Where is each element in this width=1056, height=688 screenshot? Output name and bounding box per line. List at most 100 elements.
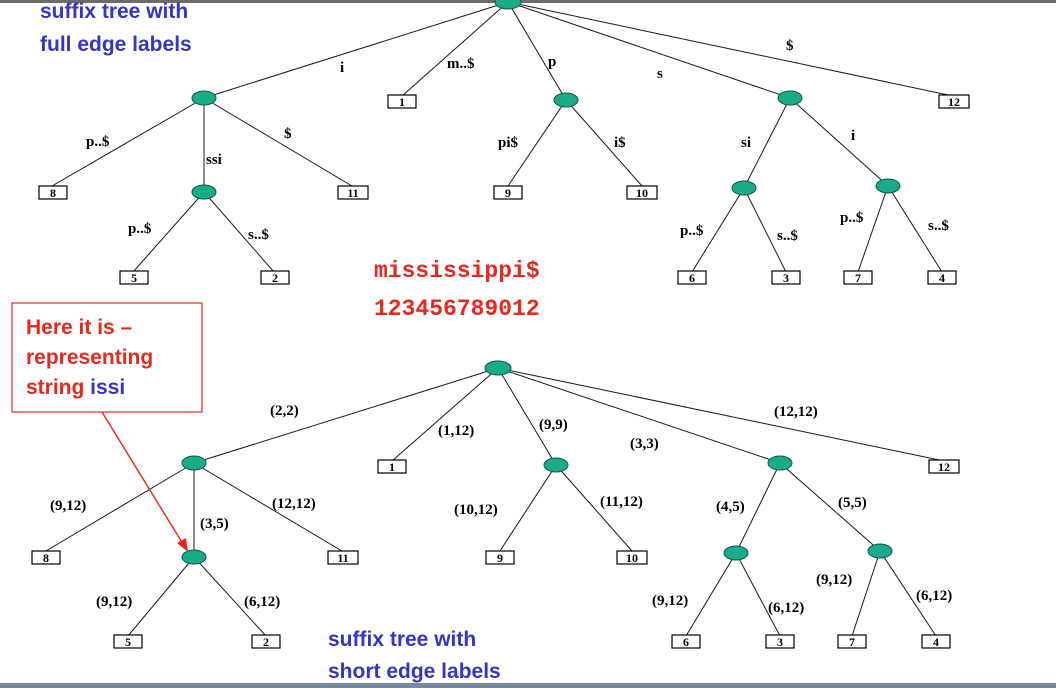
internal-node-p bbox=[553, 92, 579, 108]
leaf-label: 5 bbox=[125, 635, 131, 649]
edge-label: i$ bbox=[614, 135, 626, 151]
edge-label: m..$ bbox=[447, 56, 475, 72]
arrow-head bbox=[177, 538, 188, 552]
edge bbox=[851, 550, 881, 637]
leaf-label: 4 bbox=[933, 635, 939, 649]
edge bbox=[565, 99, 643, 187]
leaf-label: 3 bbox=[783, 271, 789, 285]
edge bbox=[497, 367, 557, 466]
leaf-5: 5 bbox=[113, 634, 143, 649]
edge-label: (1,12) bbox=[438, 423, 474, 439]
edge-label: (9,12) bbox=[816, 572, 852, 588]
internal-node-ssi bbox=[731, 180, 757, 196]
edge-label: (9,12) bbox=[652, 593, 688, 609]
edge-label: (12,12) bbox=[272, 496, 316, 512]
leaf-9: 9 bbox=[493, 185, 523, 200]
edge bbox=[507, 1, 567, 101]
internal-node-issi bbox=[181, 549, 207, 565]
edge bbox=[691, 187, 745, 273]
leaf-11: 11 bbox=[327, 550, 359, 565]
edge-label: $ bbox=[786, 38, 794, 54]
edge bbox=[497, 367, 945, 462]
leaf-1: 1 bbox=[387, 94, 417, 109]
edge-label: s..$ bbox=[928, 218, 949, 234]
edge-label: (6,12) bbox=[916, 588, 952, 604]
leaf-3: 3 bbox=[765, 634, 795, 649]
callout-line3-prefix: string bbox=[26, 376, 90, 399]
leaf-label: 2 bbox=[263, 635, 269, 649]
leaf-label: 1 bbox=[389, 460, 395, 474]
leaf-7: 7 bbox=[837, 634, 867, 649]
edge bbox=[193, 556, 267, 637]
edge-label: $ bbox=[284, 126, 292, 142]
edge-label: (10,12) bbox=[454, 502, 498, 518]
bottom-tree: 1 12 8 11 5 2 9 10 6 3 7 4 (2,2) (1,12) … bbox=[31, 360, 960, 649]
edge bbox=[203, 191, 275, 273]
edge bbox=[45, 462, 195, 552]
top-caption-line2: full edge labels bbox=[40, 33, 192, 56]
edge-label: p bbox=[548, 54, 556, 70]
leaf-label: 7 bbox=[855, 271, 861, 285]
edge bbox=[497, 367, 781, 464]
edge-label: si bbox=[741, 135, 751, 151]
edge bbox=[127, 556, 195, 637]
edge bbox=[203, 97, 353, 187]
edge bbox=[857, 185, 889, 273]
leaf-label: 10 bbox=[626, 551, 638, 565]
edge-label: (3,3) bbox=[630, 436, 659, 452]
leaf-label: 12 bbox=[948, 95, 960, 109]
leaf-3: 3 bbox=[771, 270, 801, 285]
edge-label: i bbox=[340, 60, 344, 76]
callout-highlight: issi bbox=[90, 376, 125, 399]
edge-label: (4,5) bbox=[716, 499, 745, 515]
leaf-label: 12 bbox=[938, 460, 950, 474]
edge bbox=[132, 191, 205, 273]
internal-node-i bbox=[181, 455, 207, 471]
leaf-label: 10 bbox=[636, 186, 648, 200]
internal-node-p bbox=[543, 457, 569, 473]
internal-node-ssi bbox=[723, 545, 749, 561]
internal-node-s bbox=[767, 455, 793, 471]
leaf-label: 8 bbox=[50, 186, 56, 200]
top-border bbox=[0, 0, 1056, 3]
leaf-label: 5 bbox=[131, 271, 137, 285]
internal-node-s bbox=[777, 90, 803, 106]
edge bbox=[735, 462, 781, 554]
edge-label: (9,12) bbox=[96, 594, 132, 610]
leaf-label: 4 bbox=[939, 271, 945, 285]
edge-label: (12,12) bbox=[774, 404, 818, 420]
edge bbox=[51, 97, 205, 187]
leaf-9: 9 bbox=[485, 550, 515, 565]
leaf-5: 5 bbox=[119, 270, 149, 285]
edge-label: s..$ bbox=[777, 228, 798, 244]
internal-node-si bbox=[867, 543, 893, 559]
edge-label: (6,12) bbox=[768, 600, 804, 616]
callout-line3: string issi bbox=[26, 376, 125, 399]
string-indices: 123456789012 bbox=[374, 296, 540, 322]
edge-label: (6,12) bbox=[244, 594, 280, 610]
leaf-4: 4 bbox=[921, 634, 951, 649]
leaf-label: 2 bbox=[272, 271, 278, 285]
leaf-8: 8 bbox=[31, 550, 61, 565]
leaf-label: 11 bbox=[337, 551, 348, 565]
leaf-label: 1 bbox=[399, 95, 405, 109]
edge bbox=[555, 464, 633, 552]
edge bbox=[193, 462, 343, 552]
internal-node-si bbox=[875, 178, 901, 194]
edge-label: p..$ bbox=[128, 221, 152, 237]
edge-label: (3,5) bbox=[200, 516, 229, 532]
leaf-label: 11 bbox=[347, 186, 358, 200]
edge-label: p..$ bbox=[840, 210, 864, 226]
edge-label: p..$ bbox=[86, 134, 110, 150]
root-node bbox=[484, 360, 512, 376]
edge bbox=[193, 367, 499, 464]
edge bbox=[507, 99, 567, 187]
callout-arrow bbox=[101, 411, 184, 545]
edge-label: pi$ bbox=[498, 135, 519, 151]
leaf-11: 11 bbox=[337, 185, 369, 200]
leaf-6: 6 bbox=[677, 270, 707, 285]
callout-line1: Here it is – bbox=[26, 316, 133, 339]
edge bbox=[685, 552, 737, 637]
edge-label: (2,2) bbox=[270, 403, 299, 419]
